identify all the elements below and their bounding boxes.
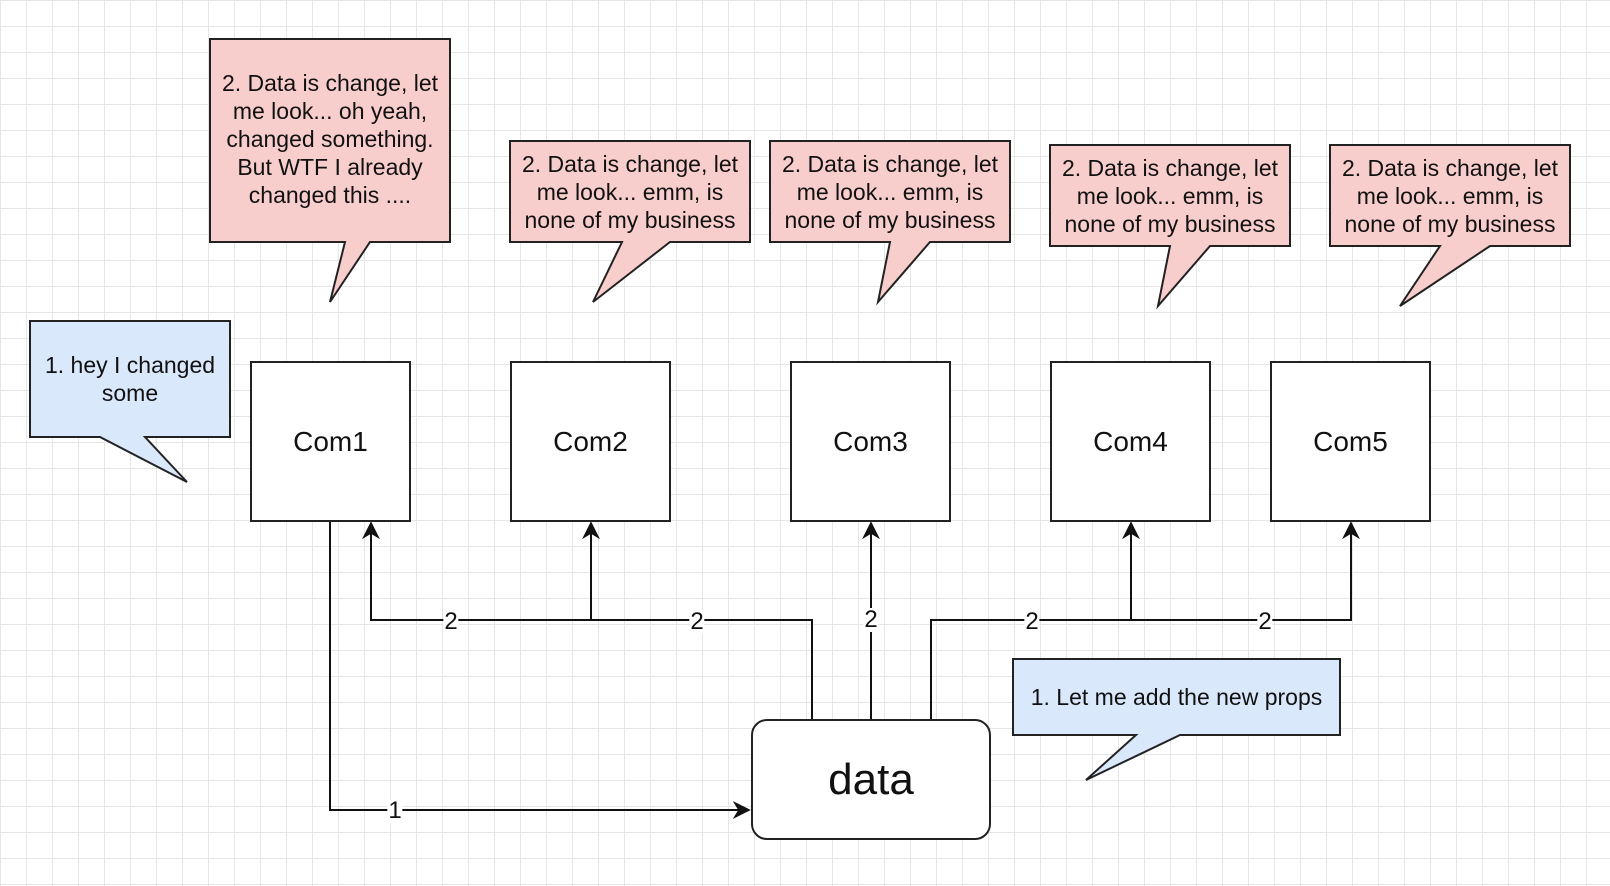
component-com5[interactable]: Com5: [1270, 361, 1431, 522]
callout-com4-reaction: 2. Data is change, let me look... emm, i…: [1061, 154, 1279, 237]
callout-com2-reaction: 2. Data is change, let me look... emm, i…: [521, 150, 739, 233]
edge-label-data-to-com2: 2: [689, 608, 705, 635]
edge-label-data-to-com5: 2: [1257, 608, 1273, 635]
component-com1[interactable]: Com1: [250, 361, 411, 522]
edge-data-to-com5: [930, 521, 1360, 719]
callout-com1-change: 1. hey I changed some: [44, 352, 216, 406]
edge-label-data-to-com3: 2: [863, 606, 879, 633]
callout-com1-reaction: 2. Data is change, let me look... oh yea…: [221, 70, 439, 208]
callout-bubble-com1-reaction: [209, 38, 451, 303]
edge-label-data-to-com1: 2: [443, 608, 459, 635]
callout-bubble-com1-change: [29, 320, 231, 483]
edge-label-com1-to-data: 1: [387, 797, 403, 824]
callout-com3-reaction: 2. Data is change, let me look... emm, i…: [781, 150, 999, 233]
callout-bubble-data-add: [1012, 658, 1341, 781]
component-com3[interactable]: Com3: [790, 361, 951, 522]
component-com2[interactable]: Com2: [510, 361, 671, 522]
callout-bubble-com3-reaction: [769, 140, 1011, 306]
callout-data-add: 1. Let me add the new props: [1030, 684, 1323, 710]
callout-com5-reaction: 2. Data is change, let me look... emm, i…: [1341, 154, 1559, 237]
component-com4[interactable]: Com4: [1050, 361, 1211, 522]
edge-label-data-to-com4: 2: [1024, 608, 1040, 635]
callout-bubble-com2-reaction: [509, 140, 751, 303]
callout-bubble-com4-reaction: [1049, 144, 1291, 310]
edge-com1-to-data: [329, 521, 751, 819]
callout-bubble-com5-reaction: [1329, 144, 1571, 307]
data-node[interactable]: data: [751, 719, 991, 840]
